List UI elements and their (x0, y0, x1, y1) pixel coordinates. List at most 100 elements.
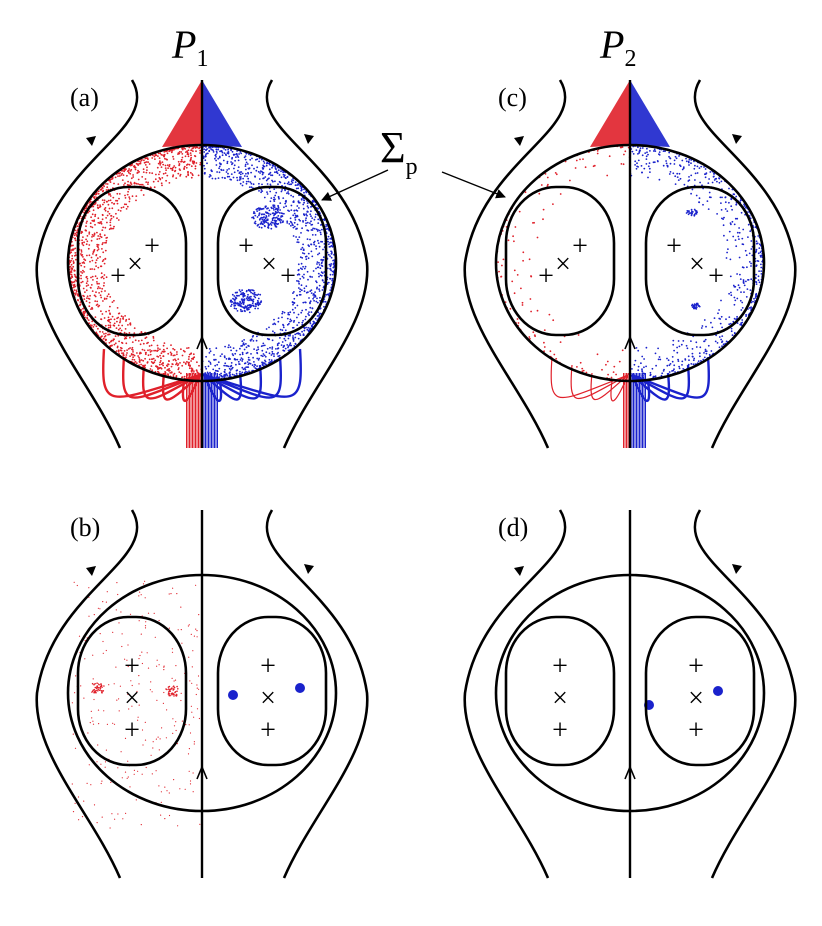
trajectory-point (118, 698, 120, 700)
trajectory-point (634, 359, 637, 362)
trajectory-point (522, 259, 524, 262)
trajectory-point (162, 355, 165, 358)
trajectory-point (100, 272, 103, 275)
trajectory-point (273, 318, 275, 321)
trajectory-point (74, 247, 77, 250)
trajectory-point (261, 218, 264, 221)
trajectory-point (147, 354, 150, 357)
trajectory-point (190, 156, 193, 159)
trajectory-point (93, 323, 96, 326)
trajectory-point (149, 368, 152, 370)
trajectory-point (750, 240, 753, 242)
trajectory-point (279, 202, 282, 205)
trajectory-point (318, 288, 320, 291)
trajectory-point (222, 159, 225, 162)
trajectory-point (96, 238, 99, 241)
trajectory-point (174, 358, 176, 361)
trajectory-point (193, 716, 195, 718)
trajectory-point (277, 183, 279, 186)
trajectory-point (108, 309, 110, 312)
trajectory-point (299, 290, 301, 293)
trajectory-point (112, 324, 115, 327)
trajectory-point (138, 704, 140, 706)
trajectory-point (241, 310, 244, 313)
section-label-sigma: Σp (380, 123, 418, 180)
trajectory-point (154, 349, 157, 352)
trajectory-point (314, 291, 316, 293)
trajectory-point (640, 362, 642, 365)
trajectory-point (633, 363, 636, 366)
trajectory-point (91, 236, 93, 238)
trajectory-point (289, 344, 292, 347)
trajectory-point (173, 686, 176, 689)
trajectory-point (221, 353, 223, 355)
trajectory-point (760, 273, 763, 275)
trajectory-point (321, 272, 324, 274)
trajectory-point (120, 751, 122, 753)
trajectory-point (161, 161, 164, 164)
trajectory-point (276, 344, 279, 347)
trajectory-point (203, 167, 206, 170)
trajectory-point (262, 177, 264, 180)
trajectory-point (263, 354, 266, 357)
trajectory-point (262, 353, 265, 355)
trajectory-point (320, 233, 322, 236)
trajectory-point (175, 177, 178, 180)
trajectory-point (246, 305, 248, 308)
trajectory-point (230, 303, 233, 306)
trajectory-point (755, 250, 758, 253)
trajectory-point (243, 175, 246, 177)
trajectory-point (297, 183, 299, 186)
trajectory-point (188, 748, 190, 750)
trajectory-point (268, 168, 271, 171)
trajectory-point (256, 365, 258, 367)
trajectory-point (266, 337, 269, 340)
trajectory-point (71, 267, 74, 270)
trajectory-point (272, 205, 275, 208)
trajectory-point (581, 370, 584, 373)
trajectory-point (705, 172, 708, 175)
trajectory-point (290, 221, 293, 224)
trajectory-point (101, 243, 104, 246)
trajectory-point (721, 196, 723, 199)
trajectory-point (238, 363, 240, 365)
trajectory-point (84, 658, 86, 660)
trajectory-point (142, 194, 145, 196)
trajectory-point (675, 157, 678, 160)
trajectory-point (239, 347, 241, 350)
trajectory-point (257, 297, 260, 300)
trajectory-point (221, 176, 224, 179)
trajectory-point (659, 358, 662, 361)
trajectory-point (643, 366, 645, 369)
trajectory-point (244, 294, 246, 297)
trajectory-point (242, 300, 244, 302)
trajectory-point (725, 340, 728, 343)
trajectory-point (96, 682, 98, 684)
trajectory-point (159, 152, 162, 155)
trajectory-point (292, 321, 295, 323)
trajectory-point (309, 322, 312, 325)
trajectory-point (135, 182, 138, 185)
trajectory-point (165, 179, 168, 182)
trajectory-point (145, 621, 147, 623)
trajectory-point (183, 167, 186, 170)
trajectory-point (743, 205, 746, 207)
trajectory-point (207, 365, 210, 368)
trajectory-point (188, 361, 191, 364)
trajectory-point (325, 225, 327, 228)
trajectory-point (172, 693, 175, 695)
trajectory-lobe (102, 348, 201, 398)
trajectory-point (127, 190, 129, 193)
trajectory-point (118, 312, 121, 315)
trajectory-point (673, 163, 676, 165)
trajectory-point (521, 304, 524, 306)
trajectory-point (110, 214, 113, 217)
trajectory-point (90, 308, 92, 310)
trajectory-point (136, 690, 138, 693)
trajectory-point (171, 169, 174, 171)
trajectory-point (195, 369, 198, 372)
trajectory-point (94, 261, 97, 264)
trajectory-point (241, 360, 244, 362)
trajectory-point (308, 314, 310, 317)
trajectory-point (711, 326, 714, 329)
